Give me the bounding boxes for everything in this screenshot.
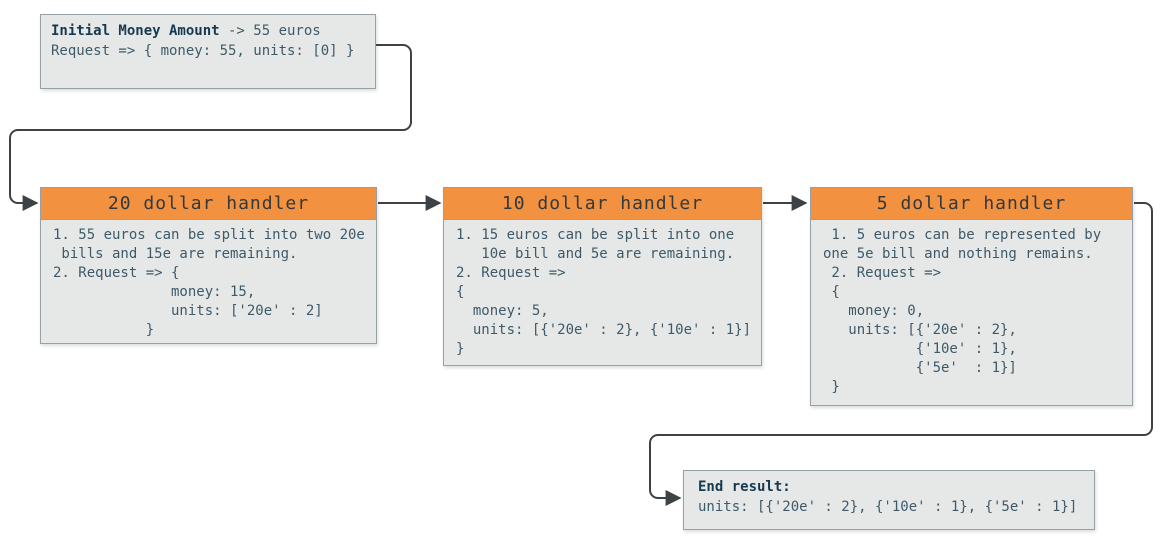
handler-box-10-dollar: 10 dollar handler 1. 15 euros can be spl… — [443, 187, 762, 366]
initial-box-title: Initial Money Amount — [51, 23, 220, 39]
end-result-units-line: units: [{'20e' : 2}, {'10e' : 1}, {'5e' … — [698, 499, 1078, 515]
handler-5-body: 1. 5 euros can be represented by one 5e … — [823, 227, 1102, 395]
end-result-box: End result: units: [{'20e' : 2}, {'10e' … — [683, 470, 1095, 530]
end-result-title: End result: — [698, 479, 791, 495]
initial-box-request-line: Request => { money: 55, units: [0] } — [51, 43, 355, 59]
connector-handler5-to-end — [649, 202, 1153, 506]
handler-20-title: 20 dollar handler — [41, 188, 376, 220]
handler-box-20-dollar: 20 dollar handler 1. 55 euros can be spl… — [40, 187, 377, 344]
handler-10-body: 1. 15 euros can be split into one 10e bi… — [456, 227, 752, 357]
handler-20-body: 1. 55 euros can be split into two 20e bi… — [53, 227, 365, 338]
initial-box-title-suffix: -> 55 euros — [219, 23, 321, 39]
handler-10-title: 10 dollar handler — [444, 188, 761, 220]
initial-request-box: Initial Money Amount -> 55 euros Request… — [40, 14, 376, 89]
handler-5-title: 5 dollar handler — [811, 188, 1132, 220]
handler-box-5-dollar: 5 dollar handler 1. 5 euros can be repre… — [810, 187, 1133, 406]
initial-box-title-line: Initial Money Amount -> 55 euros — [51, 21, 365, 41]
connector-initial-to-handler20 — [9, 44, 412, 211]
